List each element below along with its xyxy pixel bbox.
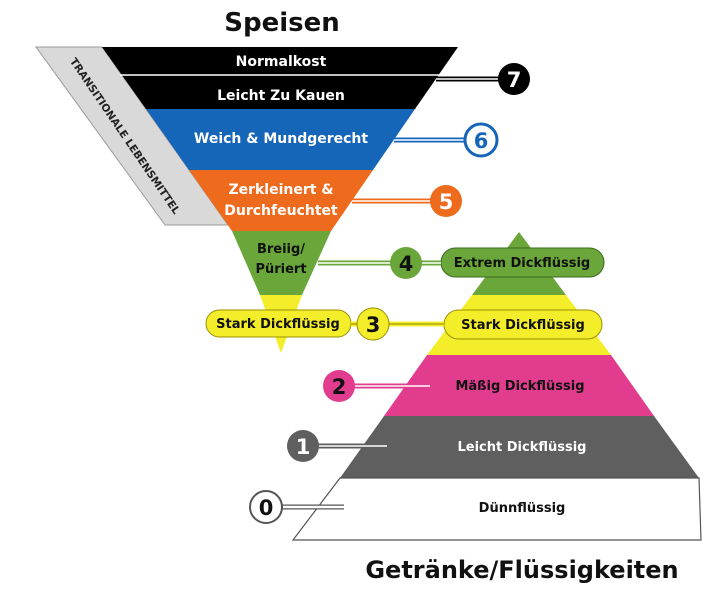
drink-level-2-band	[384, 355, 654, 416]
drink-moderate-label: Mäßig Dickflüssig	[455, 379, 584, 394]
food-puree-label-1: Breiig/	[257, 242, 305, 257]
badge-level-4-number: 4	[399, 252, 414, 276]
food-level-5-band	[189, 170, 373, 231]
badge-level-4	[390, 247, 422, 279]
food-extreme-thick-label: Stark Dickflüssig	[216, 317, 340, 332]
drinks-title: Getränke/Flüssigkeiten	[365, 556, 678, 584]
badge-level-3	[356, 307, 390, 341]
drink-level-0-band	[291, 477, 702, 541]
badge-level-6-number: 6	[474, 129, 489, 153]
food-title: Speisen	[224, 8, 340, 38]
food-puree-label-2: Püriert	[255, 262, 306, 277]
badge-level-5-number: 5	[439, 190, 454, 214]
badge-level-0-number: 0	[259, 496, 274, 520]
badge-level-2-number: 2	[332, 375, 347, 399]
drink-extreme-thick-label: Stark Dickflüssig	[461, 318, 585, 333]
drink-mild-label: Leicht Dickflüssig	[458, 440, 587, 455]
food-normal-label: Normalkost	[236, 54, 327, 70]
badge-level-6	[463, 122, 499, 158]
badge-level-5	[430, 185, 462, 217]
food-level-4-band	[232, 231, 331, 295]
badge-level-3-number: 3	[366, 313, 381, 337]
drink-thin-label: Dünnflüssig	[479, 501, 566, 516]
drink-extreme-label: Extrem Dickflüssig	[454, 256, 591, 271]
food-minced-label-1: Zerkleinert &	[228, 182, 333, 198]
food-level-7-band	[102, 47, 458, 109]
badge-level-1	[287, 430, 319, 462]
badge-level-7	[498, 63, 530, 95]
badge-level-0	[249, 490, 283, 524]
food-level-6-band	[146, 109, 415, 170]
food-minced-label-2: Durchfeuchtet	[224, 203, 338, 219]
badge-level-7-number: 7	[507, 68, 522, 92]
food-easy-chew-label: Leicht Zu Kauen	[217, 88, 345, 104]
drink-level-1-band	[340, 416, 699, 478]
badge-level-1-number: 1	[296, 435, 311, 459]
food-soft-label: Weich & Mundgerecht	[194, 131, 369, 147]
badge-level-2	[323, 370, 355, 402]
